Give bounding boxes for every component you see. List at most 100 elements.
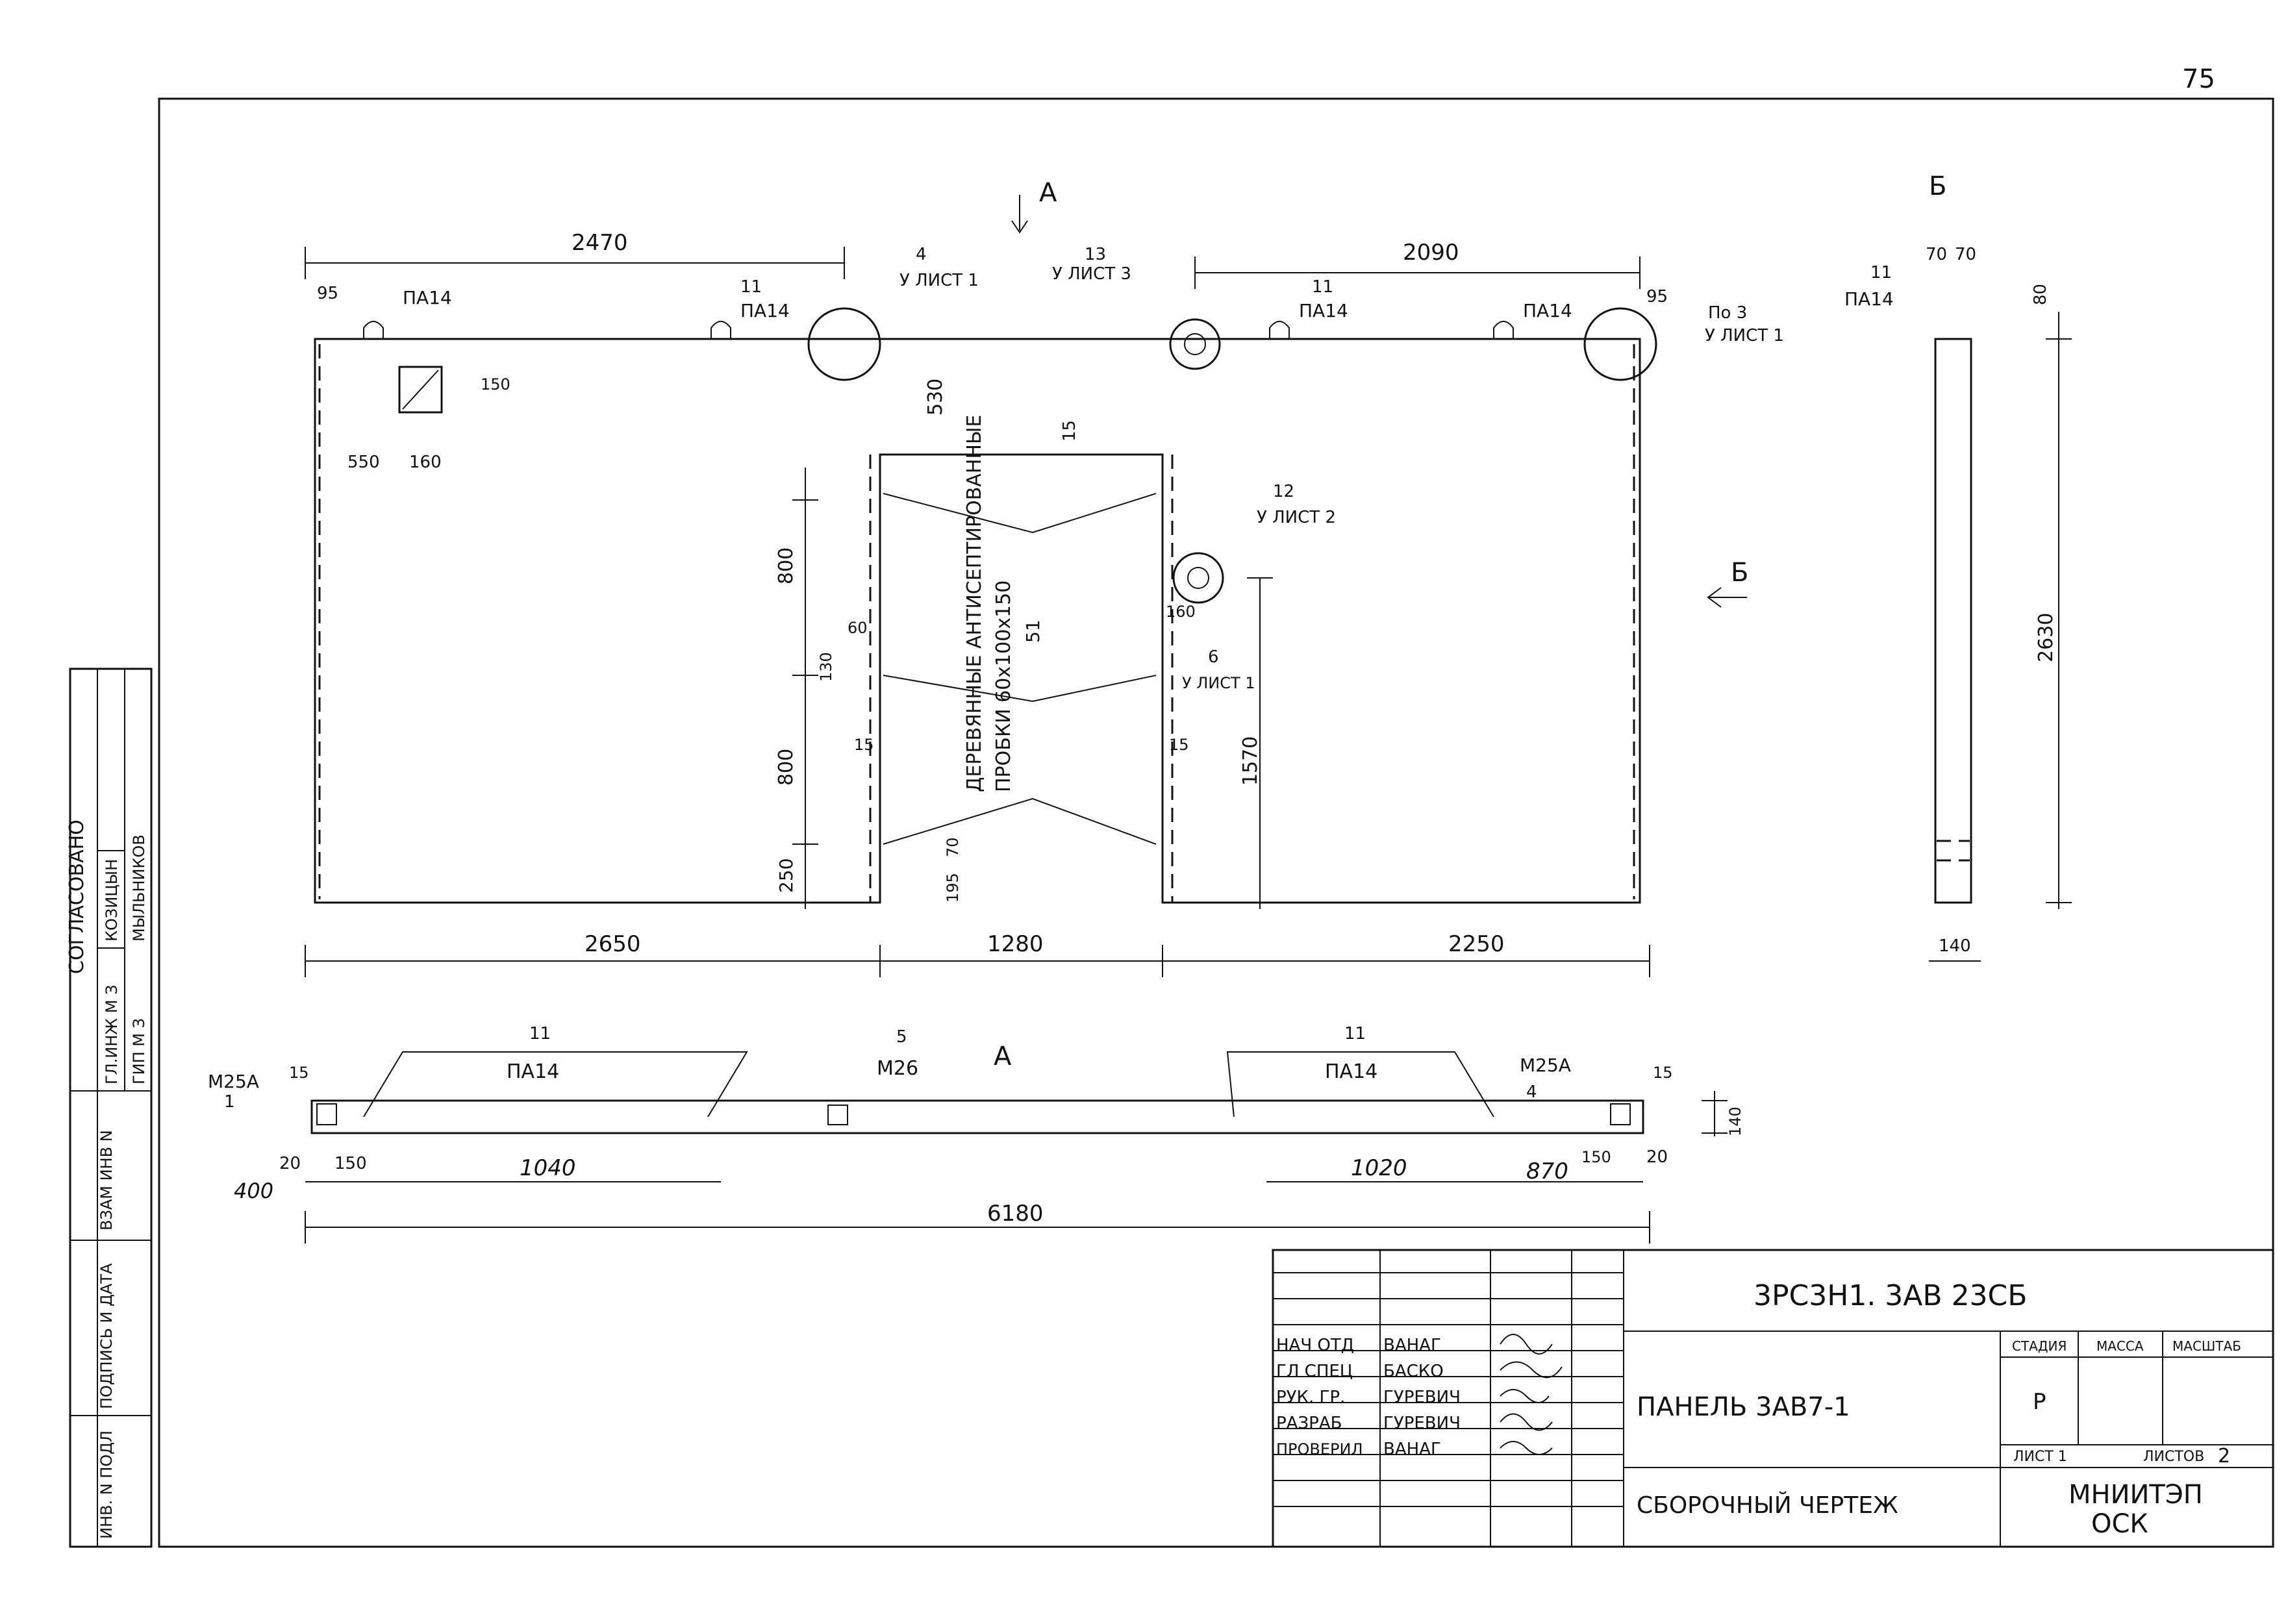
sheets-label: ЛИСТОВ [2143, 1449, 2204, 1465]
plan-insert-right [1610, 1103, 1631, 1125]
plan-dim-20-right: 20 [1646, 1147, 1668, 1167]
sheet-frame [158, 97, 2274, 1548]
top-dim-lines [305, 247, 1641, 289]
dim-15-right: 15 [1169, 736, 1189, 754]
dim-800-bottom: 800 [775, 749, 798, 786]
node-ref-13-num: 13 [1085, 245, 1106, 264]
plug-lines [883, 493, 1157, 845]
plan-leader-1-text: ПА14 [507, 1060, 559, 1083]
section-a-marker: А [1039, 178, 1057, 208]
staff-role-5: ПРОВЕРИЛ [1276, 1440, 1363, 1458]
plan-m25a-left: М25А [208, 1071, 259, 1092]
plug-note-num: 51 [1022, 619, 1044, 643]
plan-dim-1020: 1020 [1351, 1155, 1407, 1181]
sheets-value: 2 [2218, 1445, 2230, 1468]
dim-250: 250 [775, 858, 797, 893]
leader-loop-2: ПА14 [740, 300, 790, 321]
plan-leader-5-text: М26 [877, 1057, 918, 1080]
staff-name-1: ВАНАГ [1383, 1336, 1441, 1355]
small-opening [398, 366, 443, 414]
node-ref-4-text: У ЛИСТ 1 [899, 271, 979, 290]
dim-800-top: 800 [775, 547, 798, 584]
side-view-title: Б [1929, 171, 1946, 201]
dim-15-top: 15 [1060, 420, 1079, 442]
staff-role-4: РАЗРАБ [1276, 1414, 1342, 1433]
plan-leader-5-num: 5 [896, 1027, 907, 1047]
plan-small-140: 140 [1726, 1106, 1744, 1136]
node-ref-13-text: У ЛИСТ 3 [1052, 264, 1131, 284]
staff-role-3: РУК. ГР. [1276, 1388, 1345, 1407]
side-leader-text: ПА14 [1844, 288, 1894, 310]
left-vert-dims [792, 468, 818, 909]
plan-small-4: 4 [1526, 1082, 1537, 1102]
leader-loop-4: ПА14 [1523, 300, 1572, 321]
title-block-frame [1272, 1249, 2274, 1548]
node-circle-13-inner [1184, 333, 1206, 355]
node-ref-6-num: 6 [1208, 647, 1219, 667]
bottom-dim-lines [305, 945, 1650, 977]
staff-name-5: ВАНАГ [1383, 1440, 1441, 1459]
org-line1: МНИИТЭП [2068, 1480, 2203, 1510]
page-number: 75 [2182, 64, 2215, 94]
org-line2: ОСК [2091, 1509, 2148, 1539]
plan-dim-150-left: 150 [334, 1154, 367, 1173]
doc-subtitle: СБОРОЧНЫЙ ЧЕРТЕЖ [1637, 1492, 1898, 1519]
node-circle-3 [1583, 307, 1657, 381]
stage-value: Р [2033, 1389, 2046, 1415]
side-panel [1934, 338, 1972, 904]
dim-195: 195 [944, 873, 962, 903]
stamp-row1-role: ГЛ.ИНЖ М З [103, 984, 121, 1084]
loop-2 [710, 321, 731, 339]
dim-95-left: 95 [317, 284, 338, 303]
plan-leader-2-num: 11 [1344, 1024, 1366, 1043]
side-dim-140: 140 [1939, 936, 1971, 956]
side-view: Б 11 ПА14 70 70 80 2630 140 [1844, 171, 2072, 962]
staff-name-3: ГУРЕВИЧ [1383, 1388, 1461, 1407]
node-ref-3-text: У ЛИСТ 1 [1705, 326, 1784, 345]
node-ref-12-num: 12 [1273, 482, 1294, 501]
dim-2650: 2650 [585, 931, 641, 957]
doc-code: 3РС3Н1. 3АВ 23СБ [1754, 1279, 2027, 1312]
plan-leaders [363, 1051, 1494, 1118]
side-dim-70a: 70 [1926, 245, 1947, 264]
staff-role-1: НАЧ ОТД [1276, 1336, 1354, 1355]
dim-95-right: 95 [1646, 287, 1668, 306]
dim-1280: 1280 [987, 931, 1044, 957]
panel-outline [314, 338, 1641, 904]
side-dims [1929, 312, 2072, 962]
stamp-field-inv: ВЗАМ ИНВ N [97, 1130, 116, 1230]
plug-note-line1: ДЕРЕВЯННЫЕ АНТИСЕПТИРОВАННЫЕ [963, 415, 986, 792]
opening-hidden-lines [869, 455, 1174, 903]
right-vert-dim [1247, 577, 1273, 909]
node-circle-13 [1169, 318, 1221, 370]
loop-4 [1493, 321, 1514, 339]
leader-loop-2-num: 11 [740, 277, 762, 297]
dim-160-win: 160 [409, 453, 442, 472]
plan-leader-2-text: ПА14 [1325, 1060, 1377, 1083]
stamp-agreed: СОГЛАСОВАНО [66, 819, 88, 974]
node-ref-4-num: 4 [916, 245, 927, 264]
stage-label: СТАДИЯ [2012, 1338, 2067, 1354]
plan-dim-lines [305, 1181, 1650, 1243]
dim-60: 60 [848, 619, 868, 637]
plan-dim-6180: 6180 [987, 1201, 1044, 1227]
side-dim-2630: 2630 [2035, 613, 2057, 662]
loop-3 [1269, 321, 1290, 339]
side-dim-70b: 70 [1955, 245, 1976, 264]
doc-title: ПАНЕЛЬ 3АВ7-1 [1637, 1392, 1850, 1422]
dim-15-left: 15 [854, 736, 874, 754]
dim-2250: 2250 [1448, 931, 1505, 957]
plan-thickness-dim [1702, 1091, 1728, 1136]
dim-550: 550 [347, 453, 380, 472]
plug-note-line2: ПРОБКИ 60х100х150 [992, 581, 1015, 792]
sheet-label: ЛИСТ 1 [2013, 1449, 2067, 1465]
staff-role-2: ГЛ СПЕЦ [1276, 1362, 1353, 1381]
node-ref-12-text: У ЛИСТ 2 [1257, 508, 1336, 527]
left-stamp-frame [69, 668, 153, 1548]
plan-dim-150-right: 150 [1581, 1148, 1611, 1166]
plan-panel [310, 1099, 1644, 1134]
dim-1570: 1570 [1239, 736, 1262, 786]
plan-leader-1-num: 11 [529, 1024, 551, 1043]
title-block: 3РС3Н1. 3АВ 23СБ ПАНЕЛЬ 3АВ7-1 СБОРОЧНЫЙ… [1272, 1249, 2274, 1548]
